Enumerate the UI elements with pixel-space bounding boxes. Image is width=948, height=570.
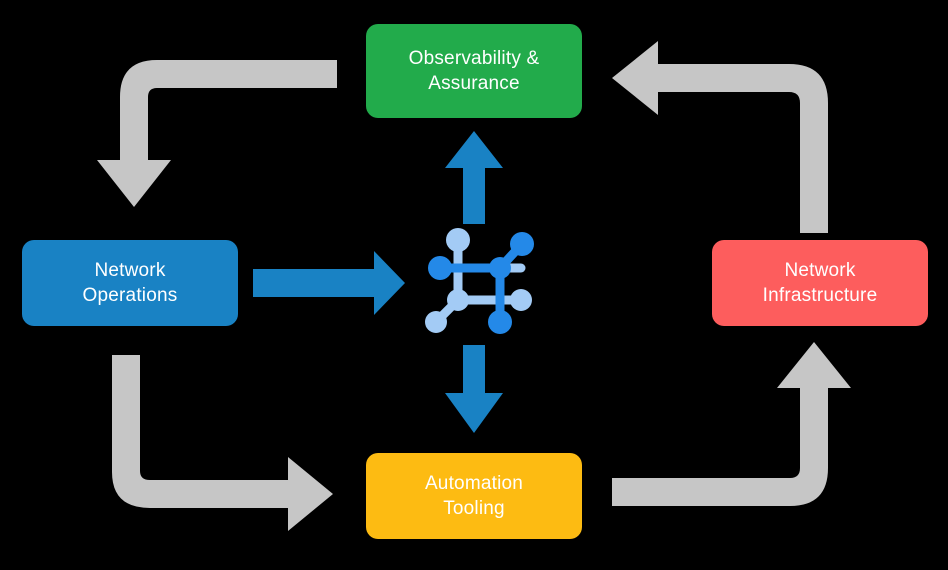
connector-infrastructure-to-observability (612, 41, 828, 233)
network-topology-icon (425, 228, 534, 334)
node-label: Automation Tooling (424, 472, 524, 519)
network-icon-light-edges (431, 235, 526, 327)
connector-center-to-automation (445, 345, 503, 433)
connector-center-to-observability (445, 131, 503, 224)
node-label: Observability & Assurance (408, 47, 540, 94)
node-automation-tooling[interactable]: Automation Tooling (366, 453, 582, 539)
connector-ops-to-automation (112, 355, 333, 531)
connector-ops-to-center (253, 251, 405, 315)
node-network-operations[interactable]: Network Operations (22, 240, 238, 326)
node-network-infrastructure[interactable]: Network Infrastructure (712, 240, 928, 326)
connector-automation-to-infrastructure (612, 342, 851, 506)
node-label: Network Operations (82, 259, 178, 306)
connector-observability-to-ops (97, 60, 337, 207)
node-observability-assurance[interactable]: Observability & Assurance (366, 24, 582, 118)
node-label: Network Infrastructure (762, 259, 878, 306)
network-icon-dark-nodes (428, 232, 534, 334)
network-icon-light-nodes (425, 228, 532, 333)
